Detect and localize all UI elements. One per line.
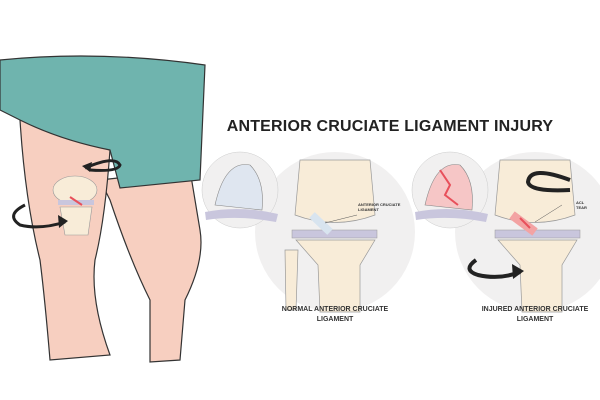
caption-line: LIGAMENT (316, 316, 354, 323)
rotation-arrow-icon (467, 258, 521, 279)
label-line: ANTERIOR CRUCIATE (358, 202, 401, 207)
caption-line: INJURED ANTERIOR CRUCIATE (481, 306, 589, 313)
leg-figure (0, 55, 206, 363)
rotation-arrow-icon (84, 159, 122, 172)
normal-knee-diagram (201, 151, 415, 313)
label-line: TEAR (576, 205, 587, 210)
knee-joint-small (52, 175, 98, 236)
page-title: ANTERIOR CRUCIATE LIGAMENT INJURY (226, 118, 554, 135)
caption-line: LIGAMENT (516, 316, 554, 323)
normal-caption: NORMAL ANTERIOR CRUCIATE LIGAMENT (255, 305, 415, 325)
rotation-arrow-icon (12, 203, 66, 229)
label-line: ACL (576, 200, 585, 205)
normal-acl-label: ANTERIOR CRUCIATE LIGAMENT (358, 202, 400, 212)
injured-caption: INJURED ANTERIOR CRUCIATE LIGAMENT (455, 305, 600, 325)
caption-line: NORMAL ANTERIOR CRUCIATE (281, 306, 389, 313)
label-line: LIGAMENT (358, 207, 379, 212)
acl-tear-label: ACL TEAR (576, 200, 587, 210)
injured-knee-diagram (411, 151, 600, 313)
rotation-arrow-icon (525, 171, 571, 193)
